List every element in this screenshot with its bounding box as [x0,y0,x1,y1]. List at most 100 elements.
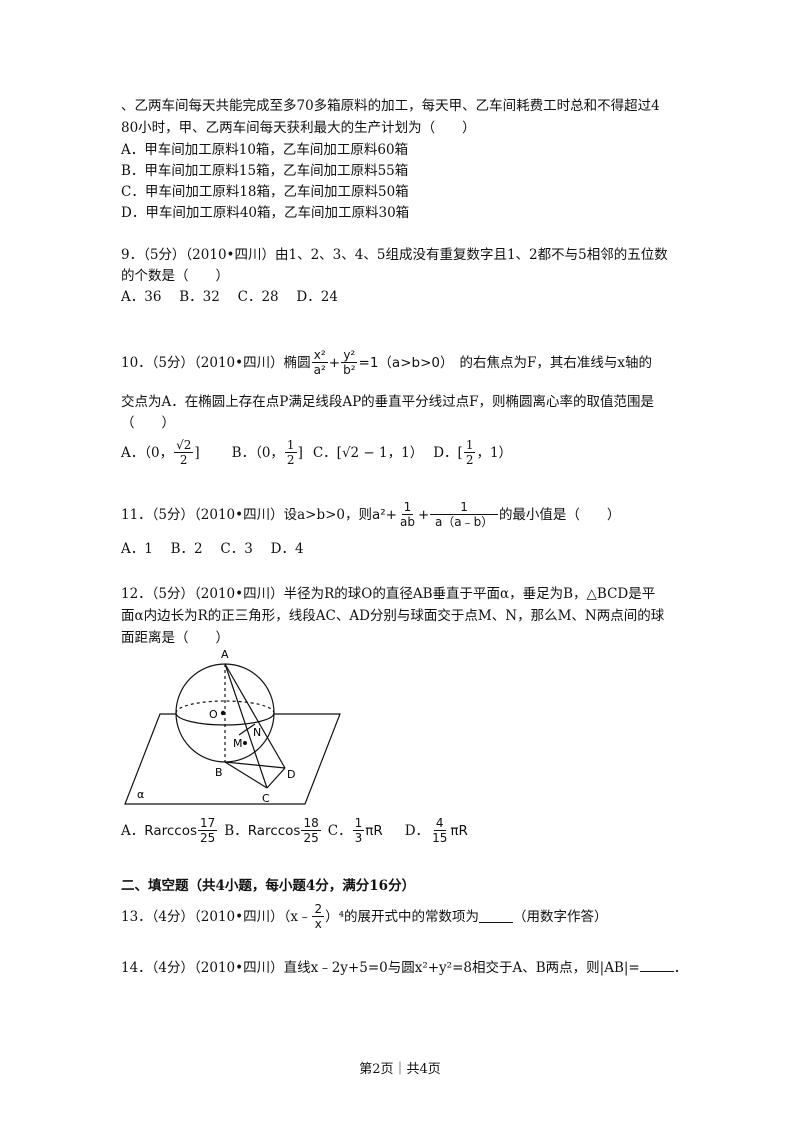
q12-optD-num: 4 [433,816,446,831]
q13-suffix: （用数字作答） [513,908,608,925]
segment-bc [224,761,268,789]
q10-optA-pre: A．（0， [121,444,174,461]
arc-mn [238,723,256,736]
q10-line3: （ ） [121,415,175,431]
q10-optD-post: ，1） [476,444,513,461]
segment-ad [224,663,286,769]
q10-optA-frac: √2 2 [174,438,194,467]
q12-optC-num: 1 [352,816,365,831]
q10-optB-frac: 1 2 [284,438,297,467]
q14-prefix: 14．（4分）（2010•四川）直线x﹣2y+5=0与圆x²+y²=8相交于A、… [121,960,640,976]
q11-f2-num: 1 [430,500,498,515]
q12-optB-den: 25 [303,831,319,845]
q10-optA-den: 2 [179,453,188,467]
q8-option-d: D．甲车间加工原料40箱，乙车间加工原料30箱 [121,205,410,221]
q13-den: x [314,917,322,931]
q8-line2: 80小时，甲、乙两车间每天获利最大的生产计划为（ ） [121,120,476,136]
q10-optC: C．[√2 − 1，1） [312,444,424,461]
q10-optB-den: 2 [286,453,295,467]
q11-frac1: 1 ab [398,500,417,529]
sphere-plane-figure: A O M N B C D α [124,648,341,805]
page-footer: 第2页｜共4页 [359,1062,441,1077]
label-alpha: α [137,788,144,801]
q12-optA-den: 25 [200,831,216,845]
q10-optD-den: 2 [465,453,474,467]
q11-options: A．1 B．2 C．3 D．4 [121,541,304,557]
label-c: C [262,792,270,805]
q11-prefix: 11．（5分）（2010•四川）设a>b>0，则 [121,506,372,523]
q11-a2: a²+ [372,506,397,523]
q12-line2: 面α内边长为R的正三角形，线段AC、AD分别与球面交于点M、N，那么M、N两点间… [121,608,665,624]
q12-optD-den: 15 [432,831,448,845]
q10-prefix: 10．（5分）（2010•四川）椭圆 [121,354,311,371]
q12-options: A． Rarccos 17 25 B． Rarccos 18 25 C． 1 3… [121,816,468,845]
q10-optD-num: 1 [463,438,476,453]
q10-optD-pre: D．[ [433,444,463,461]
q11-f1-den: ab [400,515,415,529]
q13-mid: ）⁴的展开式中的常数项为 [325,908,480,925]
point-o [220,710,226,716]
q10-optB-pre: B．（0， [231,444,284,461]
q12-optC-den: 3 [354,831,363,845]
q10-a2: a² [313,363,326,377]
q10-optB-post: ] [297,444,303,461]
label-m: M [233,737,243,750]
q12-optC-post: πR [365,822,383,839]
q10-optD-frac: 1 2 [463,438,476,467]
q12-optD-pre: D． [404,822,430,839]
q8-option-a: A．甲车间加工原料10箱，乙车间加工原料60箱 [121,142,409,158]
segment-bd [224,761,286,769]
q12-optD-post: πR [450,822,468,839]
label-o: O [209,708,218,721]
q12-line1: 12．（5分）（2010•四川）半径为R的球O的直径AB垂直于平面α，垂足为B，… [121,586,656,602]
q10-line2: 交点为A．在椭圆上存在点P满足线段AP的垂直平分线过点F，则椭圆离心率的取值范围… [121,394,655,410]
segment-cd [266,767,286,789]
q9-options: A．36 B．32 C．28 D．24 [121,289,338,305]
q12-optC-pre: C． [327,822,352,839]
q12-optB-frac: 18 25 [301,816,321,845]
q8-option-c: C．甲车间加工原料18箱，乙车间加工原料50箱 [121,184,409,200]
label-b: B [215,766,223,779]
q10-optB-num: 1 [284,438,297,453]
q10-suffix: 的右焦点为F，其右准线与x轴的 [459,354,652,371]
q10-frac-x: x² a² [311,348,328,377]
label-a: A [221,648,229,661]
q12-optA-frac: 17 25 [198,816,218,845]
q13-answer-blank[interactable] [479,910,514,923]
q14-suffix: ． [673,960,688,976]
q12-optA-pre: A． [121,822,145,839]
q10-options: A．（0， √2 2 ] B．（0， 1 2 ] C．[√2 − 1，1） D．… [121,438,512,467]
q11-f1-num: 1 [401,500,414,515]
q12-optB-func: Rarccos [247,822,301,839]
q12-optD-frac: 4 15 [430,816,449,845]
q10-eq-tail: =1（a>b>0） [358,354,454,371]
q11-suffix: 的最小值是（ ） [498,506,621,523]
label-n: N [253,726,261,739]
q12-optB-num: 18 [301,816,321,831]
q14-line: 14．（4分）（2010•四川）直线x﹣2y+5=0与圆x²+y²=8相交于A、… [121,958,687,978]
q13-line: 13．（4分）（2010•四川）（x﹣ 2 x ）⁴的展开式中的常数项为 （用数… [121,902,608,931]
q12-optA-num: 17 [198,816,218,831]
point-m [243,741,247,745]
q12-optC-frac: 1 3 [352,816,365,845]
q9-line2: 的个数是（ ） [121,268,229,284]
section-title: 二、填空题（共4小题，每小题4分，满分16分） [121,878,416,894]
q13-num: 2 [312,902,325,917]
q11-line1: 11．（5分）（2010•四川）设a>b>0，则 a²+ 1 ab + 1 a（… [121,500,620,529]
equator-back [175,700,275,714]
q10-frac-y: y² b² [341,348,358,377]
q11-plus: + [417,506,430,523]
q10-b2: b² [343,363,356,377]
q13-prefix: 13．（4分）（2010•四川）（x﹣ [121,908,312,925]
q10-y2: y² [341,348,358,363]
q10-line1: 10．（5分）（2010•四川）椭圆 x² a² + y² b² =1（a>b>… [121,348,652,377]
q14-answer-blank[interactable] [639,959,674,972]
q10-optA-post: ] [194,444,200,461]
q9-line1: 9．（5分）（2010•四川）由1、2、3、4、5组成没有重复数字且1、2都不与… [121,247,668,263]
segment-ac [224,663,268,789]
plane-alpha [124,713,341,805]
q13-frac: 2 x [312,902,325,931]
q10-x2: x² [311,348,328,363]
label-d: D [287,768,295,781]
